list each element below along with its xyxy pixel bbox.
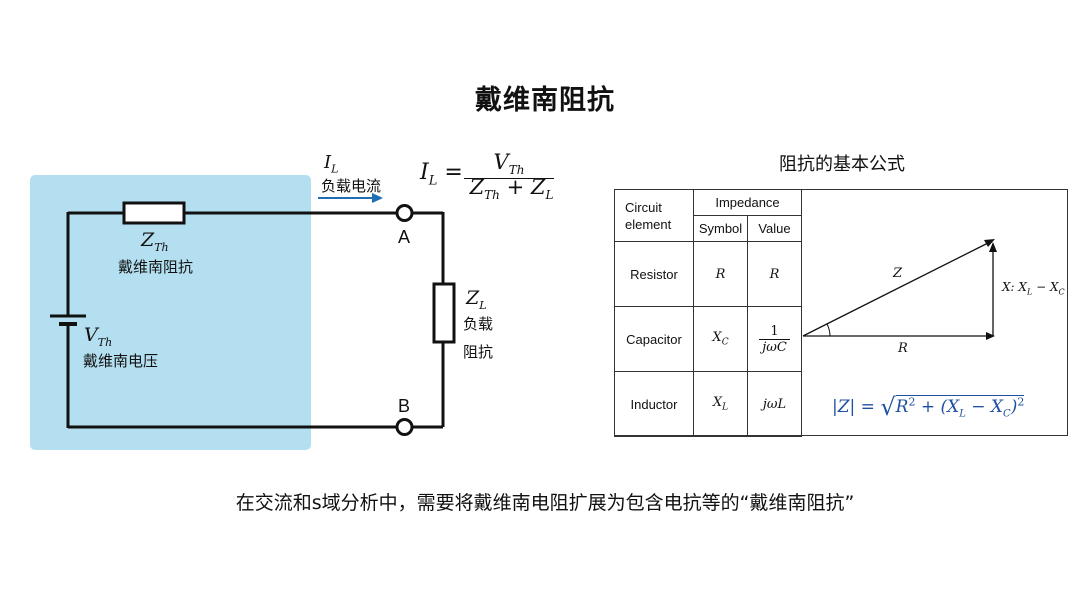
row-value: 1 jωC [747,306,802,372]
table-row: Capacitor XC 1 jωC [614,306,802,372]
base-arrow-head [986,332,995,340]
zl-label-line2: 阻抗 [463,343,494,361]
bottom-caption: 在交流和s域分析中，需要将戴维南电阻扩展为包含电抗等的“戴维南阻抗” [235,492,855,514]
triangle-hypotenuse-z [802,242,989,337]
terminal-b-node [395,418,414,436]
row-element: Inductor [614,371,694,437]
angle-arc [826,323,831,337]
terminal-b-label: B [398,396,411,416]
vertical-arrow-head [989,242,997,252]
table-row: Resistor R R [614,241,802,307]
row-element: Resistor [614,241,694,307]
terminal-a-node [395,204,414,222]
load-current-formula-numerator: VTh [493,150,525,178]
table-row: Inductor XL jωL [614,371,802,437]
triangle-label-z: Z [893,266,903,281]
header-value: Value [747,215,802,242]
load-current-formula-denominator: ZTh + ZL [469,175,554,203]
zth-symbol: ZTh [141,229,169,254]
terminal-a-label: A [398,227,411,247]
vth-label: 戴维南电压 [83,352,159,370]
triangle-label-x: X: XL − XC [1002,280,1065,297]
page-title: 戴维南阻抗 [475,85,615,116]
zl-label-line1: 负载 [463,315,494,333]
current-arrow-head [372,193,383,203]
row-symbol: XL [693,371,748,437]
impedance-panel-title: 阻抗的基本公式 [779,154,905,175]
row-value: jωL [747,371,802,437]
hypotenuse-arrow-head [984,239,995,247]
current-symbol: IL [324,152,339,176]
zth-label: 戴维南阻抗 [118,258,194,276]
load-current-formula-bar [464,178,554,179]
impedance-magnitude-formula: |Z| = √R2 + (XL − XC)2 [832,393,1025,421]
row-value: R [747,241,802,307]
vth-symbol: VTh [84,324,113,349]
load-current-formula-lhs: IL = [420,160,463,189]
header-impedance: Impedance [693,189,802,216]
zl-symbol: ZL [466,287,487,312]
current-label: 负载电流 [321,177,382,195]
header-symbol: Symbol [693,215,748,242]
triangle-label-r: R [898,341,908,356]
